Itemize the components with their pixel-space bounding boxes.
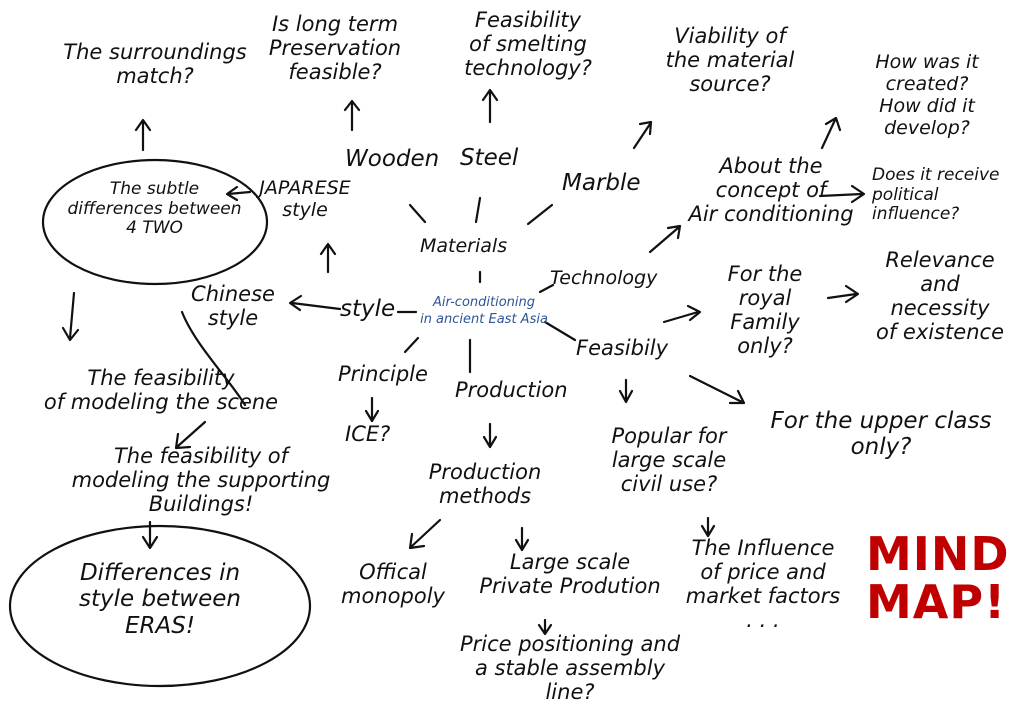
node-technology: Technology xyxy=(550,267,658,289)
arrow-style-japanese xyxy=(319,242,337,274)
node-ice: ICE? xyxy=(345,422,391,446)
arrow-scene-to-buildings xyxy=(174,420,207,450)
node-royal: For the royal Family only? xyxy=(727,262,803,359)
arrow-royal-relevance xyxy=(826,284,860,304)
node-model-buildings: The feasibility of modeling the supporti… xyxy=(71,444,331,517)
node-large-scale: Large scale Private Prodution xyxy=(479,550,661,599)
arrow-feasibility-popular xyxy=(618,378,634,404)
node-concept: About the concept of Air conditioning xyxy=(688,154,854,227)
node-principle: Principle xyxy=(338,362,428,386)
node-chinese: Chinese style xyxy=(191,282,275,331)
arrow-feasibility-upper xyxy=(688,374,746,405)
node-upper-class: For the upper class only? xyxy=(770,408,992,461)
node-eras: Differences in style between ERAS! xyxy=(79,560,241,639)
node-popular: Popular for large scale civil use? xyxy=(611,424,727,497)
arrow-wooden-preservation xyxy=(343,99,361,132)
node-production-methods: Production methods xyxy=(428,460,542,509)
arrow-steel-smelting xyxy=(481,88,499,124)
circle-subtle-differences xyxy=(41,158,269,286)
node-subtle-differences: The subtle differences between 4 TWO xyxy=(67,179,242,239)
node-influence: The Influence of price and market factor… xyxy=(685,536,841,633)
node-production: Production xyxy=(455,378,568,402)
arrow-largescale-price xyxy=(537,618,553,636)
link-center-feasibility xyxy=(543,320,577,342)
link-center-technology xyxy=(538,283,555,294)
link-materials-wooden xyxy=(408,203,427,224)
arrow-concept-created xyxy=(820,116,842,150)
center-node: Air-conditioning in ancient East Asia xyxy=(420,295,548,327)
node-viability: Viability of the material source? xyxy=(665,24,795,97)
mind-map-title: MIND MAP! xyxy=(866,527,1010,630)
arrow-concept-political xyxy=(818,184,866,204)
arrow-style-chinese xyxy=(288,294,342,312)
arrow-methods-official xyxy=(408,518,442,550)
node-marble: Marble xyxy=(562,170,641,196)
node-price-positioning: Price positioning and a stable assembly … xyxy=(459,632,681,705)
node-style: style xyxy=(340,296,396,322)
arrow-production-methods xyxy=(482,422,498,449)
link-materials-steel xyxy=(474,196,482,224)
node-created: How was it created? How did it develop? xyxy=(875,51,979,139)
arrow-methods-largescale xyxy=(514,526,530,552)
node-steel: Steel xyxy=(460,145,519,171)
node-wooden: Wooden xyxy=(345,146,440,172)
arrow-marble-viability xyxy=(632,120,653,150)
arrow-technology-concept xyxy=(648,224,682,254)
arrow-popular-influence xyxy=(700,516,716,538)
link-materials-marble xyxy=(526,203,554,226)
node-surroundings: The surroundings match? xyxy=(63,40,247,89)
arrow-japanese-surroundings xyxy=(134,118,152,152)
node-smelting: Feasibility of smelting technology? xyxy=(464,8,592,81)
link-chinese-boundary xyxy=(180,310,247,407)
arrow-feasibility-royal xyxy=(662,304,702,324)
node-feasibility: Feasibily xyxy=(576,336,669,360)
node-model-scene: The feasibility of modeling the scene xyxy=(43,366,279,415)
node-preservation: Is long term Preservation feasible? xyxy=(268,12,402,85)
node-relevance: Relevance and necessity of existence xyxy=(876,248,1004,345)
node-official-monopoly: Offical monopoly xyxy=(341,560,445,609)
node-political: Does it receive political influence? xyxy=(872,165,1000,225)
link-center-principle xyxy=(403,336,420,354)
node-japanese: JAPARESE style xyxy=(259,177,351,221)
circle-eras xyxy=(8,524,312,688)
arrow-principle-ice xyxy=(364,396,380,423)
node-materials: Materials xyxy=(420,235,508,257)
arrow-to-model-scene xyxy=(61,291,80,342)
arrow-japanese-subtle xyxy=(225,185,252,202)
